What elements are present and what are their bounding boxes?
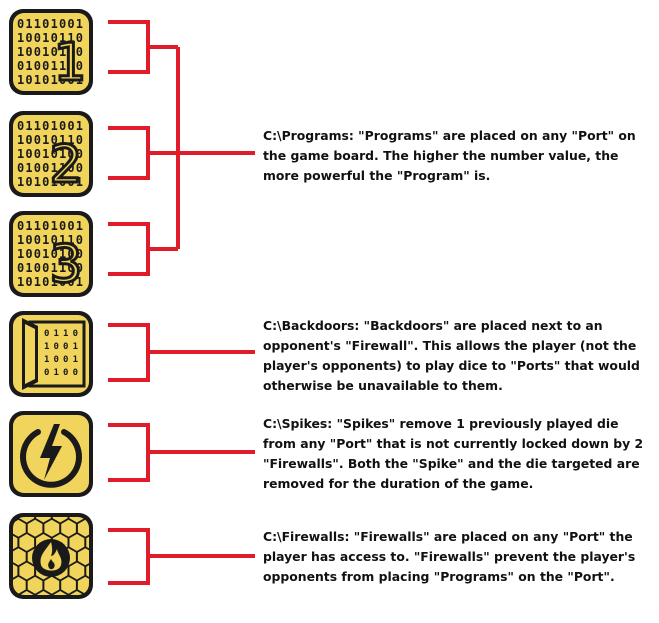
program-1-bracket — [108, 20, 150, 74]
binary-texture-row: 10010100 — [17, 147, 83, 161]
program-1-icon: 0110100110010110100101000100110010101001… — [9, 9, 93, 95]
program-2-bracket — [108, 126, 150, 180]
spike-bracket — [108, 423, 150, 482]
hex-cell — [61, 519, 76, 537]
firewall-tile — [8, 512, 94, 600]
program-3-bracket — [108, 222, 150, 276]
hex-cell — [44, 519, 60, 537]
firewalls-description: C:\Firewalls: "Firewalls" are placed on … — [263, 529, 636, 584]
hex-cell — [36, 517, 51, 523]
binary-texture-row: 01001100 — [17, 161, 83, 175]
binary-texture-row: 10010110 — [17, 233, 83, 247]
hex-cell — [77, 548, 89, 566]
backdoor-bracket — [108, 323, 150, 382]
hex-cell — [69, 517, 85, 523]
hex-cell — [19, 562, 35, 580]
hex-cell — [13, 576, 26, 594]
spike-power-icon — [9, 411, 93, 497]
hex-cell — [44, 576, 60, 594]
binary-texture-row: 10010110 — [17, 133, 83, 147]
binary-texture-row: 01101001 — [17, 219, 83, 233]
firewall-bracket — [108, 528, 150, 585]
hex-cell — [69, 534, 85, 551]
hex-cell — [13, 519, 26, 537]
binary-texture-row: 10101001 — [17, 175, 83, 189]
hex-cell — [13, 548, 26, 566]
spikes-description: C:\Spikes: "Spikes" remove 1 previously … — [263, 416, 644, 491]
hex-cell — [69, 562, 85, 580]
binary-texture-row: 01001100 — [17, 59, 83, 73]
hex-cell — [19, 534, 35, 551]
hex-cell — [19, 517, 35, 523]
program-2-icon: 0110100110010110100101000100110010101001… — [9, 111, 93, 197]
program-number: 1 — [53, 33, 86, 93]
hex-cell — [13, 534, 18, 551]
hex-cell — [13, 562, 18, 580]
hex-cell — [27, 519, 43, 537]
program-number: 3 — [49, 235, 82, 295]
program-3-icon: 0110100110010110100101000100110010101001… — [9, 211, 93, 297]
programs-description: C:\Programs: "Programs" are placed on an… — [263, 128, 636, 183]
spike-tile — [8, 410, 94, 498]
binary-texture-row: 01101001 — [17, 17, 83, 31]
program-number: 2 — [49, 135, 82, 195]
backdoors-description: C:\Backdoors: "Backdoors" are placed nex… — [263, 318, 640, 393]
binary-texture-row: 01001100 — [17, 261, 83, 275]
binary-texture-row: 10101001 — [17, 73, 83, 87]
firewall-flame-icon — [9, 513, 93, 599]
hex-cell — [61, 576, 76, 594]
binary-texture-row: 10010100 — [17, 247, 83, 261]
hex-cell — [52, 517, 68, 523]
binary-texture-row: 10101001 — [17, 275, 83, 289]
binary-texture-row: 10010110 — [17, 31, 83, 45]
hex-cell — [27, 576, 43, 594]
binary-texture-row: 10010100 — [17, 45, 83, 59]
binary-texture-row: 01101001 — [17, 119, 83, 133]
